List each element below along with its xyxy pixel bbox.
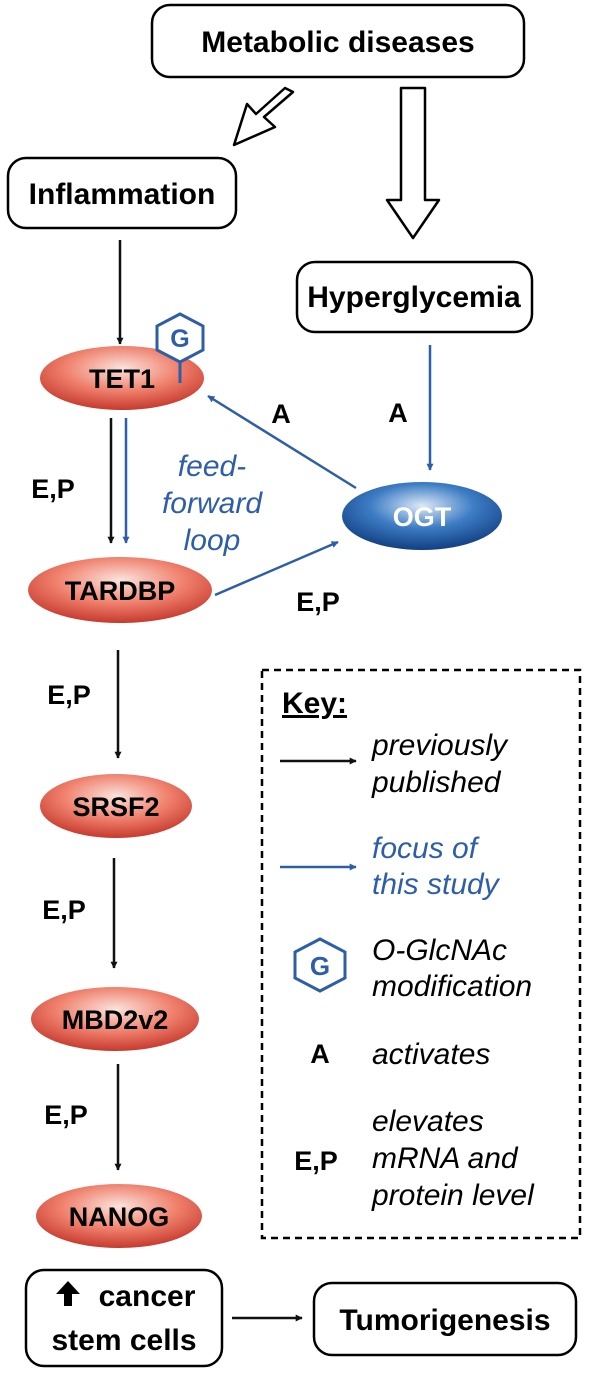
label-srsf2-to-mbd2v2: E,P	[42, 895, 86, 925]
tet1-label: TET1	[89, 364, 155, 394]
label-hyper-to-ogt: A	[388, 398, 408, 428]
nanog-node: NANOG	[36, 1184, 202, 1248]
metabolic-diseases-box: Metabolic diseases	[150, 3, 526, 79]
metabolic-diseases-label: Metabolic diseases	[201, 26, 474, 59]
hollow-arrow-to-inflammation	[232, 86, 295, 147]
loop-label-line1: feed-	[178, 450, 246, 483]
key-activates-symbol: A	[310, 1039, 330, 1069]
glcnac-letter: G	[170, 325, 189, 353]
tumorigenesis-box: Tumorigenesis	[312, 1281, 578, 1357]
inflammation-box: Inflammation	[6, 156, 238, 230]
label-tardbp-to-ogt: E,P	[296, 587, 340, 617]
key-glcnac-letter: G	[310, 951, 330, 981]
key-focus-line1: focus of	[372, 832, 480, 865]
ogt-label: OGT	[393, 502, 452, 532]
cancer-line2: stem cells	[51, 1324, 196, 1357]
key-glcnac-line2: modification	[372, 970, 532, 1003]
key-activates-text: activates	[372, 1038, 490, 1071]
key-focus-line2: this study	[372, 868, 501, 901]
up-arrow-icon	[56, 1281, 80, 1306]
label-ogt-to-tet1: A	[271, 399, 291, 429]
srsf2-label: SRSF2	[72, 792, 159, 822]
key-elevates-symbol: E,P	[294, 1146, 338, 1176]
tet1-node: TET1	[40, 346, 204, 410]
inflammation-label: Inflammation	[29, 178, 216, 211]
ogt-node: OGT	[342, 482, 502, 550]
key-glcnac-icon: G	[293, 937, 347, 993]
cancer-stem-cells-box: cancer stem cells	[24, 1268, 224, 1368]
arrow-tardbp-to-ogt	[214, 540, 339, 597]
hollow-arrow-to-hyperglycemia	[385, 86, 441, 240]
label-mbd2v2-to-nanog: E,P	[44, 1100, 88, 1130]
key-legend: Key: previously published focus of this …	[260, 668, 582, 1240]
key-title: Key:	[282, 687, 347, 720]
loop-label-line3: loop	[184, 524, 241, 557]
key-previously-line2: published	[371, 766, 502, 799]
arrow-ogt-to-tet1	[207, 394, 357, 490]
tardbp-node: TARDBP	[28, 557, 212, 623]
nanog-label: NANOG	[69, 1202, 170, 1232]
key-elevates-line3: protein level	[371, 1179, 535, 1212]
mbd2v2-label: MBD2v2	[62, 1005, 169, 1035]
loop-label-line2: forward	[162, 487, 263, 520]
key-elevates-line2: mRNA and	[372, 1142, 519, 1175]
glcnac-hexagon-icon: G	[155, 312, 205, 383]
cancer-line1: cancer	[99, 1280, 196, 1313]
key-elevates-line1: elevates	[372, 1105, 484, 1138]
mbd2v2-node: MBD2v2	[31, 987, 199, 1051]
label-tet1-to-tardbp: E,P	[31, 474, 75, 504]
hyperglycemia-box: Hyperglycemia	[295, 260, 534, 334]
hyperglycemia-label: Hyperglycemia	[307, 281, 521, 314]
tumorigenesis-label: Tumorigenesis	[339, 1304, 550, 1337]
key-previously-line1: previously	[371, 729, 509, 762]
key-glcnac-line1: O-GlcNAc	[372, 934, 507, 967]
label-tardbp-to-srsf2: E,P	[47, 680, 91, 710]
tardbp-label: TARDBP	[65, 576, 176, 606]
srsf2-node: SRSF2	[40, 774, 192, 838]
